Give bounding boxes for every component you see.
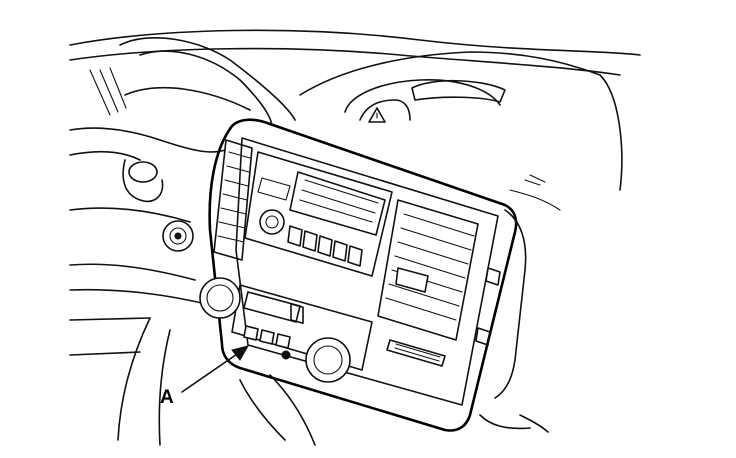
vent-louver-tab: [395, 267, 429, 293]
right-dash-details: [475, 174, 561, 399]
left-control-knob: [199, 277, 241, 319]
callout-arrow-line: [181, 351, 241, 393]
heater-control-panel: [199, 277, 373, 383]
callout-arrowhead: [231, 345, 250, 361]
audio-unit: [244, 151, 393, 325]
left-air-vent: [213, 139, 253, 261]
right-control-knob: [305, 337, 351, 383]
callout-A: A: [160, 345, 250, 408]
right-air-vent: [377, 199, 479, 367]
audio-display: [289, 171, 386, 236]
instrument-cluster-hood: [69, 37, 296, 153]
callout-label-A: A: [160, 387, 174, 408]
lower-console: [69, 317, 549, 446]
stalk-knob: [128, 161, 158, 183]
glovebox-area: [344, 79, 506, 123]
volume-knob: [259, 209, 285, 235]
center-bezel: [208, 118, 518, 432]
steering-column-area: [69, 150, 211, 306]
preset-buttons: [287, 225, 363, 325]
dashboard-top: [69, 29, 641, 191]
